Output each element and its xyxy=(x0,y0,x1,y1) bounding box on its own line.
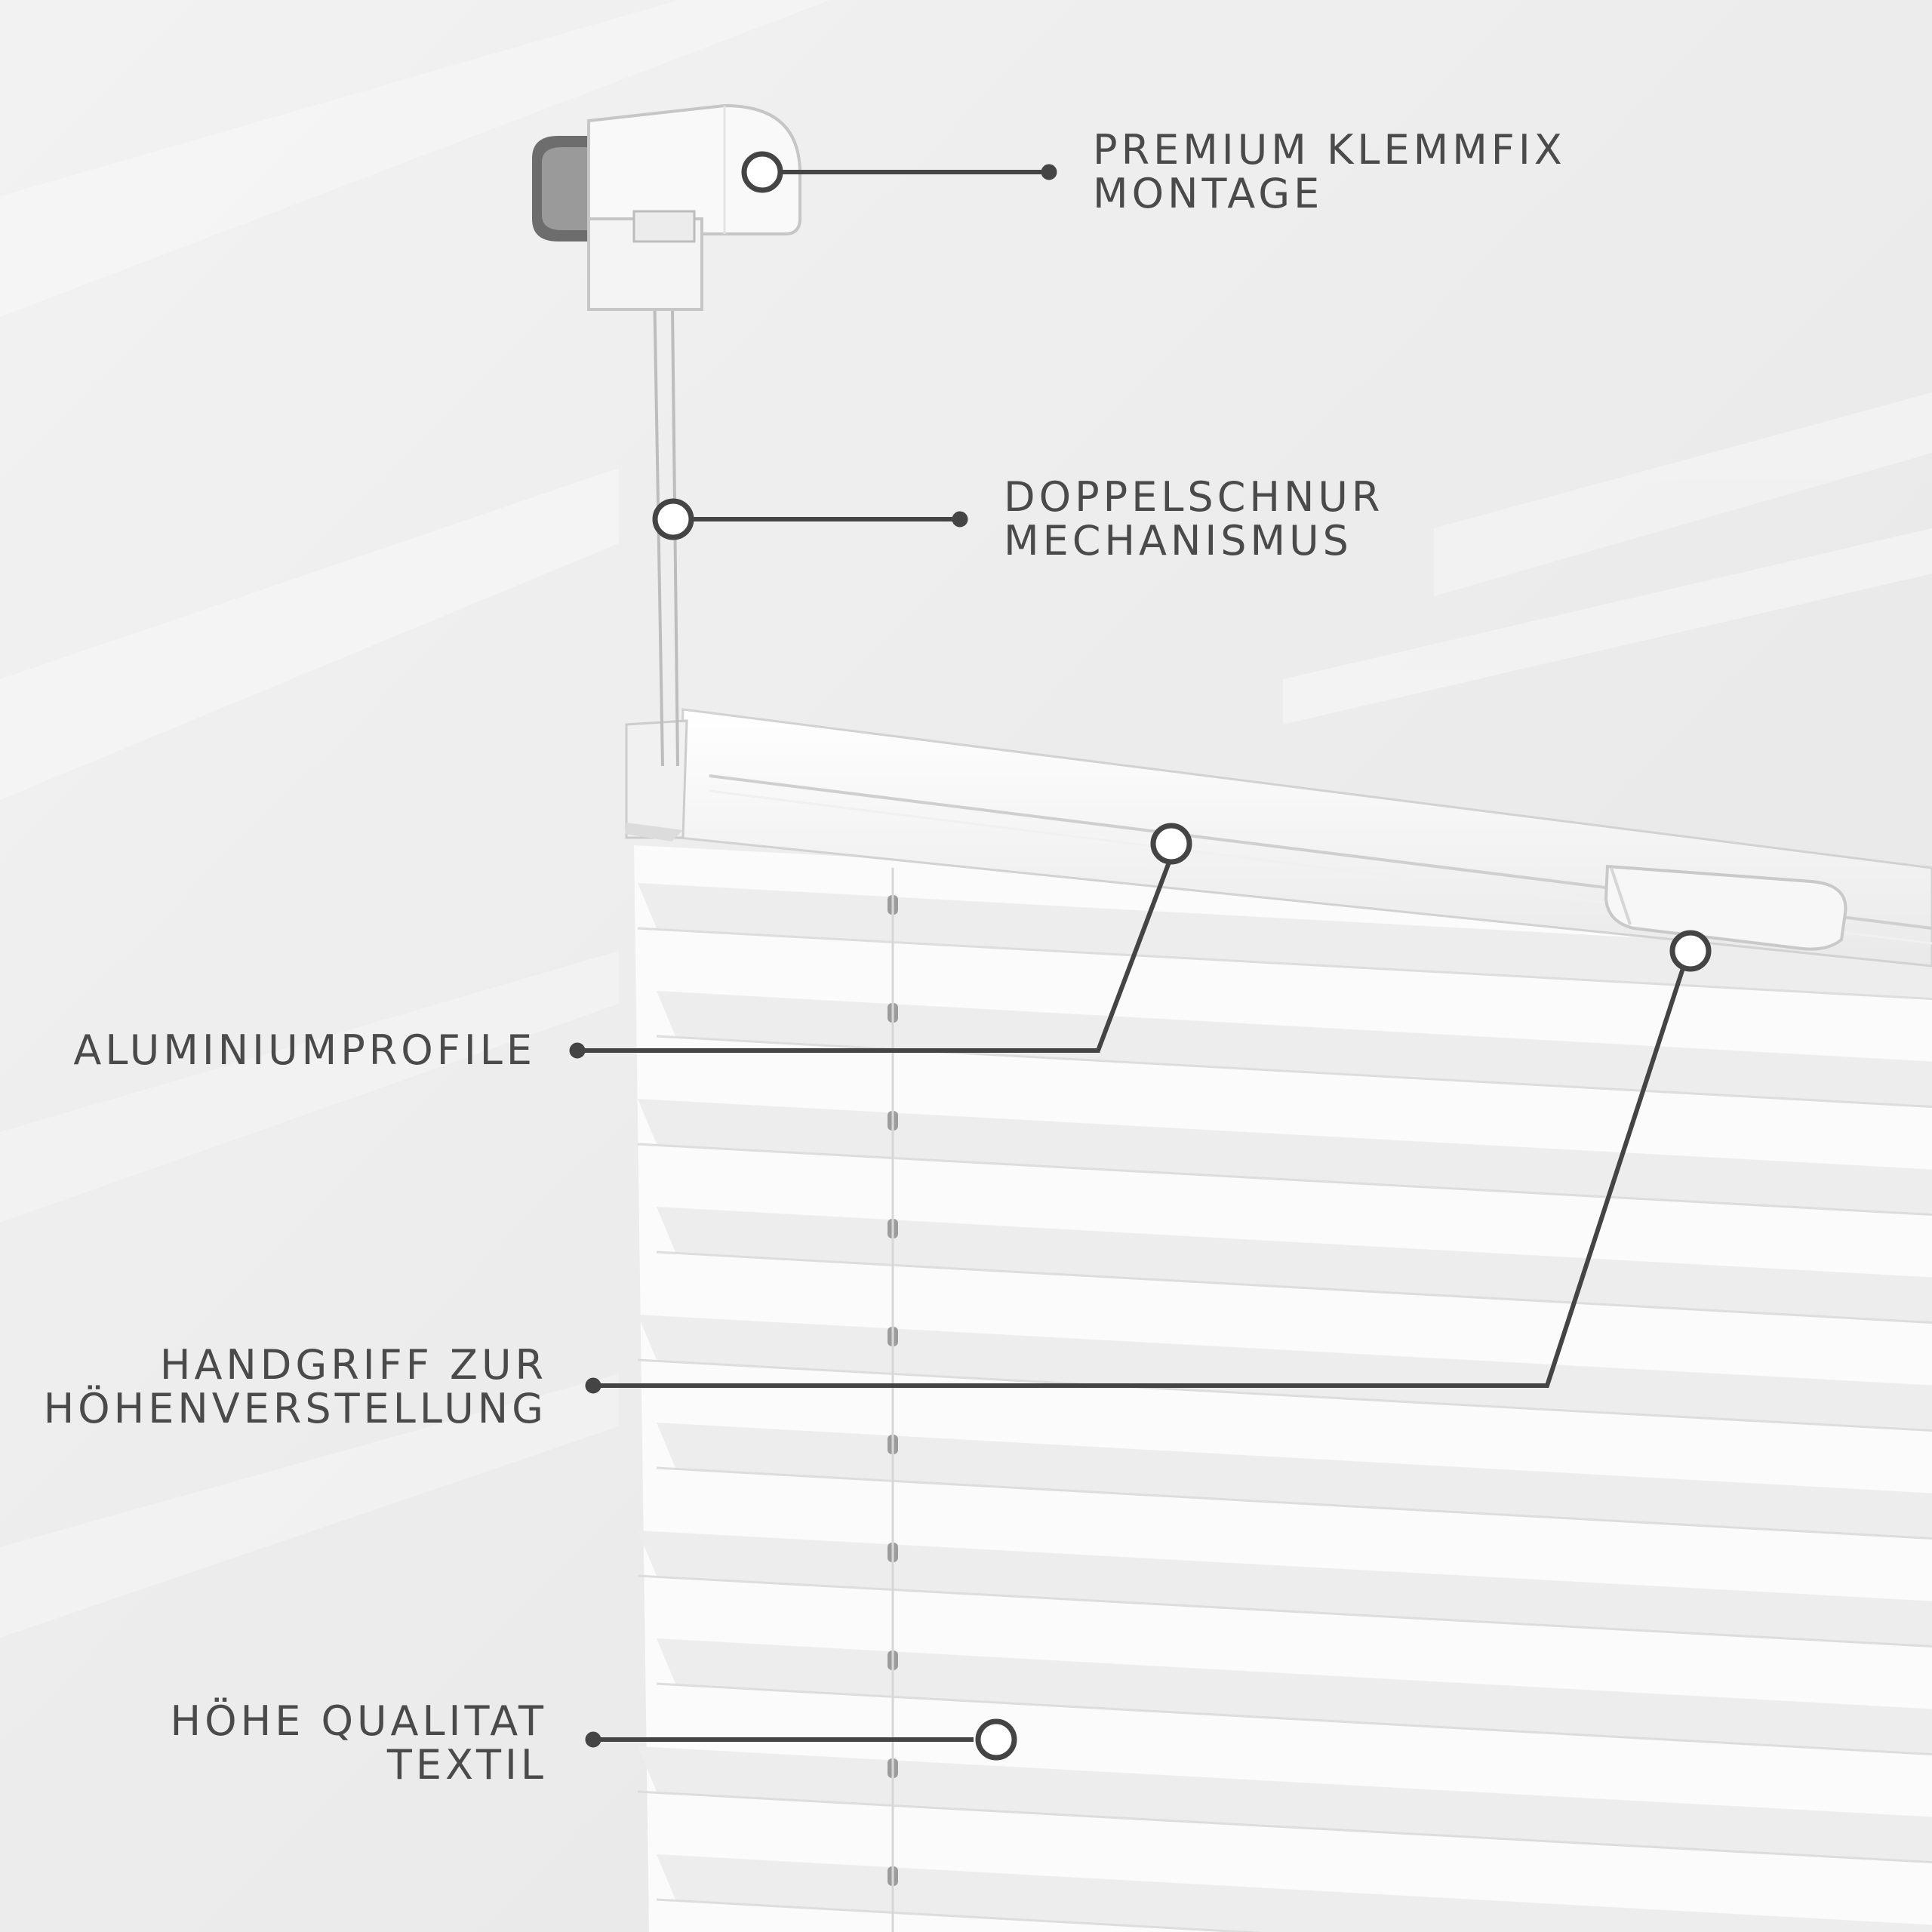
pleat-edge xyxy=(637,1790,1932,1863)
label-klemmfix-line-2: MONTAGE xyxy=(1093,170,1324,217)
pleat-shadow xyxy=(638,1531,1932,1647)
handle-icon xyxy=(1604,864,1847,951)
marker-dot-textil xyxy=(585,1731,601,1748)
marker-ring-doppelschnur xyxy=(652,498,694,540)
pleat-shadow xyxy=(657,1638,1932,1755)
label-klemmfix: PREMIUM KLEMMFIX MONTAGE xyxy=(1093,128,1566,216)
label-textil-line-1: HÖHE QUALITAT xyxy=(170,1697,547,1745)
label-textil: HÖHE QUALITAT TEXTIL xyxy=(170,1700,547,1787)
marker-ring-textil xyxy=(975,1718,1017,1761)
cord-holes xyxy=(888,868,898,1932)
label-klemmfix-line-1: PREMIUM KLEMMFIX xyxy=(1093,126,1566,174)
callout-line-handgriff xyxy=(593,968,1685,1388)
pleat-shadow xyxy=(657,991,1932,1107)
pleat-shadow xyxy=(638,1746,1932,1863)
marker-dot-aluminium xyxy=(569,1042,586,1059)
marker-ring-handgriff xyxy=(1669,930,1712,972)
pleat-edge xyxy=(656,1466,1932,1540)
pleat-shadow xyxy=(638,1099,1932,1215)
marker-dot-doppelschnur xyxy=(952,511,968,528)
label-doppelschnur-line-2: MECHANISMUS xyxy=(1004,517,1352,565)
pleat-shadow xyxy=(638,883,1932,999)
label-aluminium-line-1: ALUMINIUMPROFILE xyxy=(73,1026,536,1074)
light-streaks xyxy=(0,0,1932,1638)
label-doppelschnur-line-1: DOPPELSCHNUR xyxy=(1004,473,1384,521)
marker-ring-aluminium xyxy=(1150,823,1192,865)
callout-line-aluminium xyxy=(577,859,1172,1053)
klemmfix-bracket-icon xyxy=(532,103,801,311)
marker-ring-klemmfix xyxy=(741,151,783,193)
pleat-shadow xyxy=(657,1423,1932,1539)
marker-dot-handgriff xyxy=(585,1377,601,1394)
pleat-shadow xyxy=(657,1854,1932,1932)
pleat-edge xyxy=(637,1143,1932,1216)
label-handgriff-line-1: HANDGRIFF ZUR xyxy=(159,1341,547,1389)
label-aluminium: ALUMINIUMPROFILE xyxy=(73,1029,536,1072)
label-doppelschnur: DOPPELSCHNUR MECHANISMUS xyxy=(1004,475,1383,563)
pleat-edge xyxy=(637,927,1932,1000)
pleat-edge xyxy=(656,1682,1932,1755)
label-handgriff: HANDGRIFF ZUR HÖHENVERSTELLUNG xyxy=(44,1343,547,1431)
pleat-edge xyxy=(656,1898,1264,1932)
callout-lines xyxy=(577,170,1685,1742)
pleat-folds xyxy=(637,883,1932,1932)
marker-dot-klemmfix xyxy=(1041,164,1057,180)
pleat-shadow xyxy=(638,1315,1932,1431)
callout-markers xyxy=(569,151,1712,1761)
pleat-edge xyxy=(637,1358,1932,1432)
pleat-edge xyxy=(656,1251,1932,1324)
pleat-shadow xyxy=(657,1207,1932,1323)
pleat-edge xyxy=(656,1035,1932,1108)
pleat-edge xyxy=(637,1574,1932,1647)
label-textil-line-2: TEXTIL xyxy=(386,1741,547,1789)
label-handgriff-line-2: HÖHENVERSTELLUNG xyxy=(43,1385,547,1432)
